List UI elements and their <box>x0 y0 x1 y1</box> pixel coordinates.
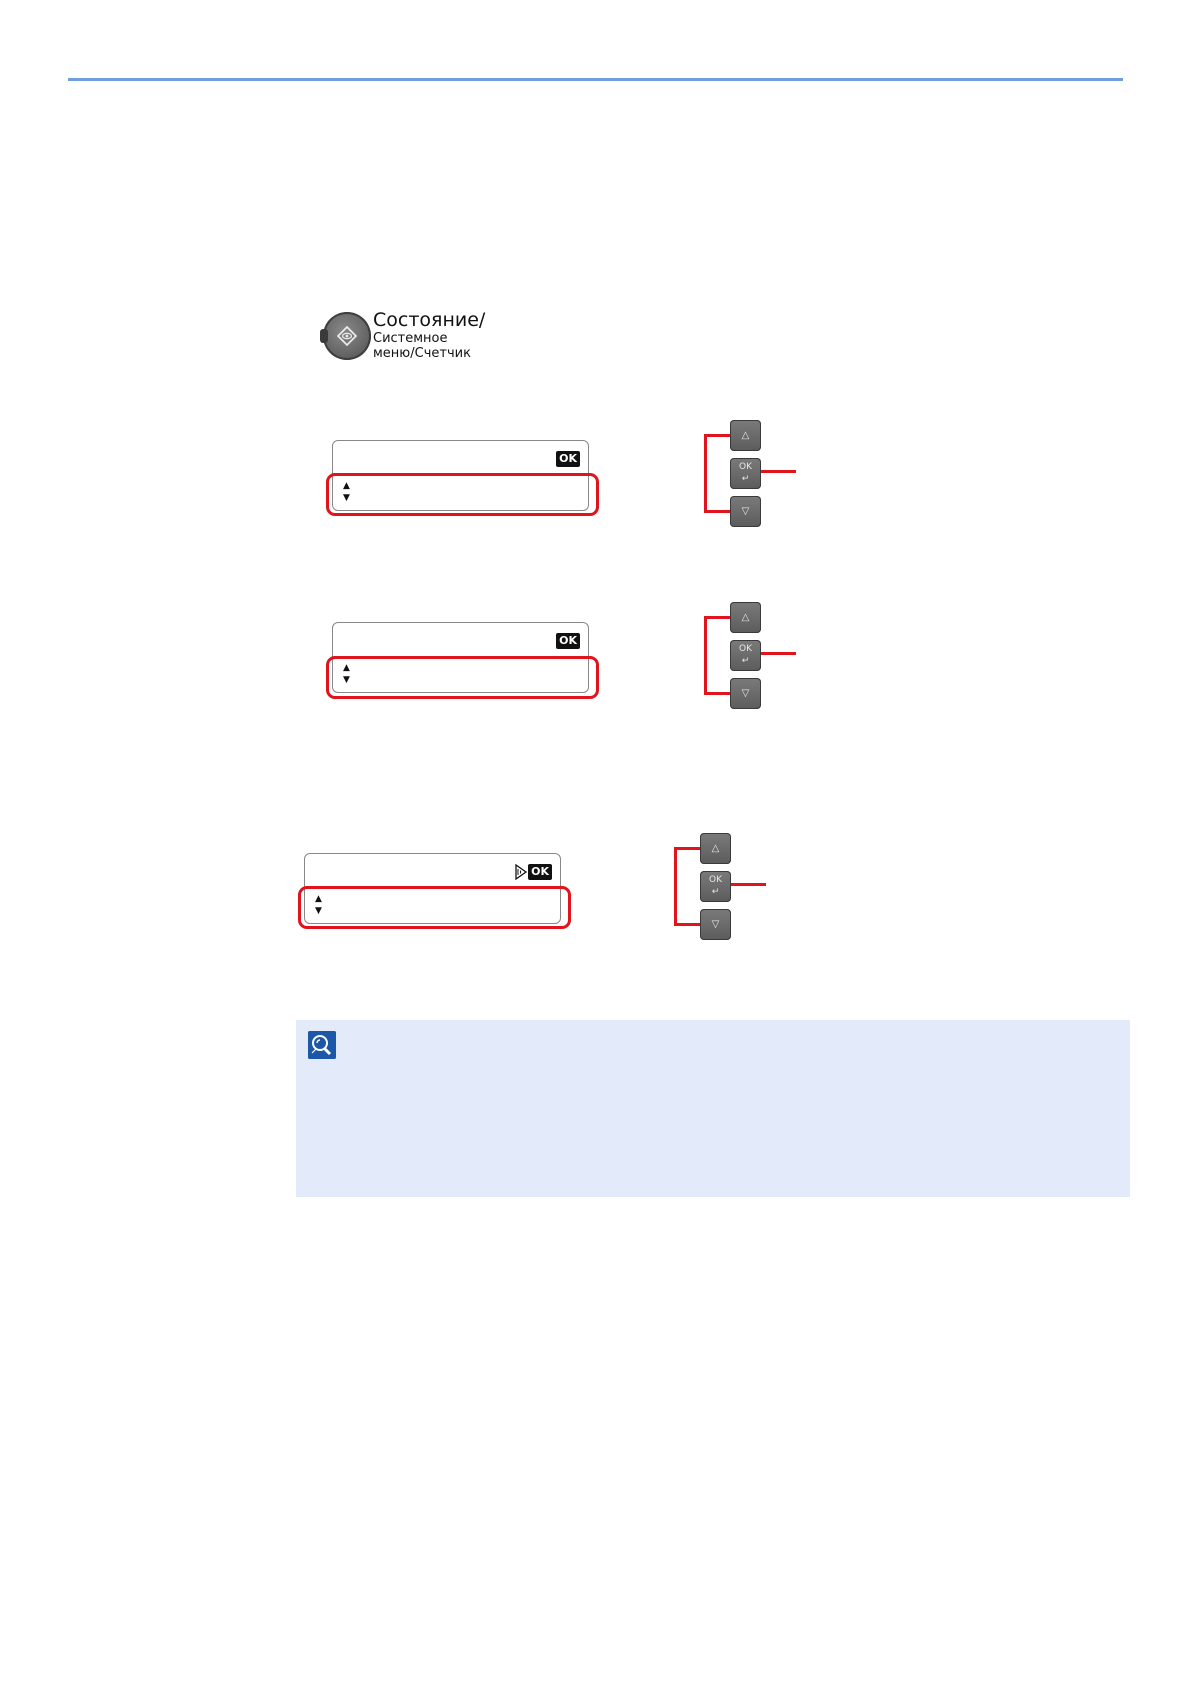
updown-bracket <box>704 616 730 695</box>
ok-button[interactable]: OK ↵ <box>700 871 731 902</box>
ok-key-label: OK <box>709 875 722 885</box>
status-system-menu-label: Состояние/ Системное меню/Счетчик <box>373 309 486 362</box>
lcd-selection-highlight-3 <box>298 886 571 929</box>
note-box <box>296 1020 1130 1197</box>
nav-keys-3: △ OK ↵ ▽ <box>670 833 775 943</box>
down-arrow-button[interactable]: ▽ <box>700 909 731 940</box>
ok-badge: OK <box>556 451 580 467</box>
scroll-arrows-icon: ▲▼ <box>343 481 350 503</box>
enter-icon: ↵ <box>741 656 750 666</box>
header-rule <box>68 78 1123 81</box>
ok-button[interactable]: OK ↵ <box>730 458 761 489</box>
eye-diamond-icon <box>337 326 357 346</box>
key-notch <box>320 329 328 343</box>
lcd-selection-highlight-2 <box>326 656 599 699</box>
enter-icon: ↵ <box>711 887 720 897</box>
key-label-line1: Состояние/ <box>373 309 486 331</box>
ok-pointer-line <box>761 470 796 473</box>
send-arrow-icon <box>515 864 528 880</box>
lcd-selection-highlight-1 <box>326 473 599 516</box>
status-system-menu-key[interactable] <box>320 312 371 360</box>
ok-pointer-line <box>761 652 796 655</box>
down-arrow-button[interactable]: ▽ <box>730 496 761 527</box>
updown-bracket <box>674 847 700 926</box>
ok-key-label: OK <box>739 644 752 654</box>
ok-pointer-line <box>731 883 766 886</box>
enter-icon: ↵ <box>741 474 750 484</box>
nav-keys-1: △ OK ↵ ▽ <box>700 420 805 530</box>
down-arrow-button[interactable]: ▽ <box>730 678 761 709</box>
up-arrow-button[interactable]: △ <box>730 420 761 451</box>
up-arrow-button[interactable]: △ <box>730 602 761 633</box>
key-label-line2: Системное <box>373 330 448 346</box>
up-arrow-button[interactable]: △ <box>700 833 731 864</box>
ok-badge: OK <box>528 864 552 880</box>
ok-badge: OK <box>556 633 580 649</box>
nav-keys-2: △ OK ↵ ▽ <box>700 602 805 712</box>
key-label-line3: меню/Счетчик <box>373 345 471 361</box>
scroll-arrows-icon: ▲▼ <box>343 663 350 685</box>
ok-button[interactable]: OK ↵ <box>730 640 761 671</box>
note-lightbulb-icon <box>308 1031 336 1059</box>
updown-bracket <box>704 434 730 513</box>
scroll-arrows-icon: ▲▼ <box>315 894 322 916</box>
ok-key-label: OK <box>739 462 752 472</box>
